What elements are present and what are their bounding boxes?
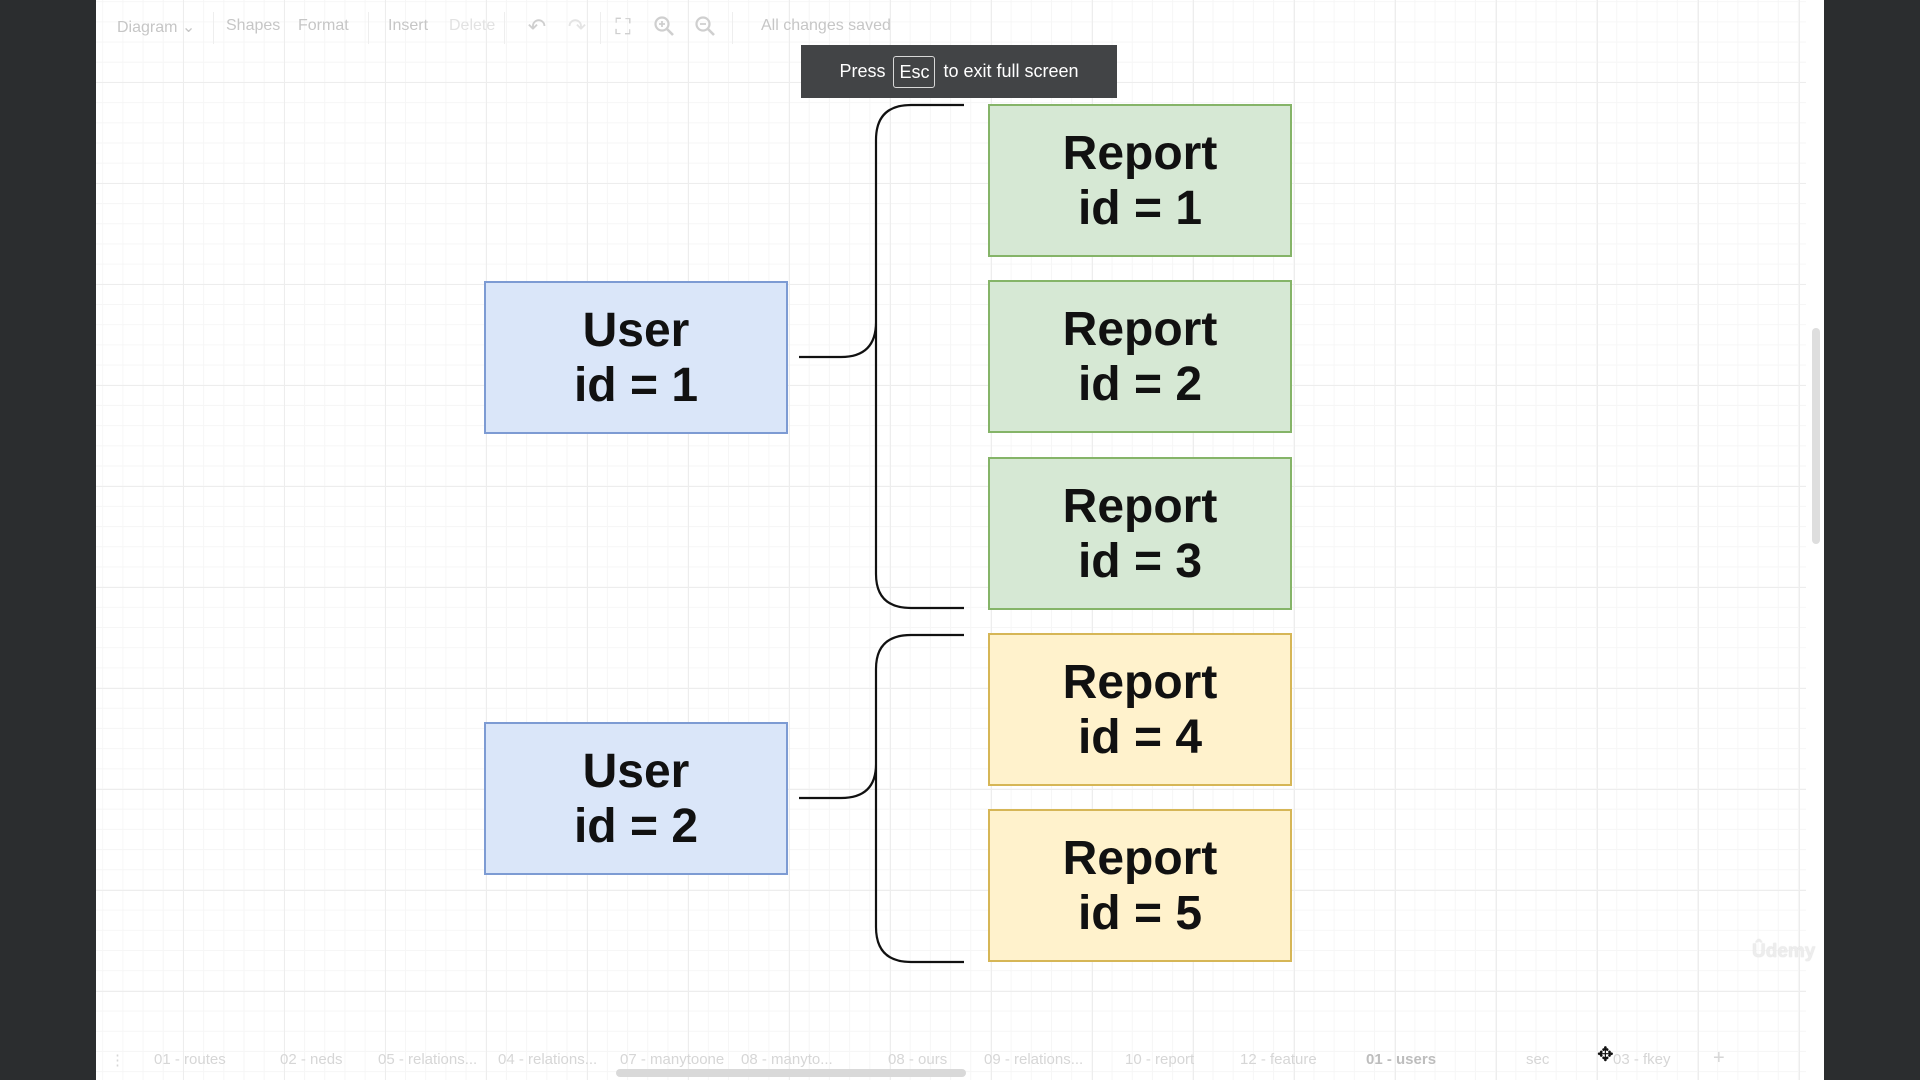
hint-rest-text: to exit full screen bbox=[943, 61, 1079, 81]
fullscreen-icon[interactable]: ⛶ bbox=[615, 14, 631, 39]
toolbar-divider bbox=[732, 12, 733, 44]
hint-press-text: Press bbox=[839, 61, 886, 81]
report-box-4[interactable]: Report id = 4 bbox=[988, 633, 1292, 786]
tab-page[interactable]: 08 - manyto... bbox=[741, 1051, 833, 1068]
tab-page[interactable]: 05 - relations... bbox=[378, 1051, 478, 1068]
report-id: id = 2 bbox=[1077, 357, 1203, 411]
undo-icon[interactable]: ↶ bbox=[527, 14, 547, 39]
report-box-5[interactable]: Report id = 5 bbox=[988, 809, 1292, 962]
esc-key-badge: Esc bbox=[893, 55, 936, 88]
toolbar-divider bbox=[368, 12, 369, 44]
report-id: id = 1 bbox=[1077, 181, 1203, 235]
report-id: id = 5 bbox=[1077, 886, 1203, 940]
report-label: Report bbox=[1062, 655, 1218, 709]
add-page-icon[interactable]: + bbox=[1713, 1047, 1725, 1069]
bracket-user-1 bbox=[799, 103, 964, 610]
user-label: User bbox=[582, 744, 690, 798]
user-box-1[interactable]: User id = 1 bbox=[484, 281, 788, 434]
report-id: id = 4 bbox=[1077, 710, 1203, 764]
canvas-grid[interactable] bbox=[96, 0, 1806, 1080]
chevron-down-icon: ⌄ bbox=[181, 19, 196, 36]
report-box-1[interactable]: Report id = 1 bbox=[988, 104, 1292, 257]
connector-lines bbox=[799, 103, 964, 964]
report-label: Report bbox=[1062, 479, 1218, 533]
vertical-scrollbar[interactable] bbox=[1812, 328, 1820, 544]
report-label: Report bbox=[1062, 302, 1218, 356]
page-tabs: ⋮ 01 - routes 02 - neds 05 - relations..… bbox=[96, 1040, 1824, 1080]
tab-page[interactable]: 04 - relations... bbox=[498, 1051, 598, 1068]
report-label: Report bbox=[1062, 126, 1218, 180]
toolbar: Diagram ⌄ Shapes Format Insert Delete ↶ … bbox=[96, 0, 1824, 56]
toolbar-divider bbox=[600, 12, 601, 44]
user-label: User bbox=[582, 303, 690, 357]
insert-button[interactable]: Insert bbox=[388, 17, 429, 34]
report-label: Report bbox=[1062, 831, 1218, 885]
tab-page-active[interactable]: 01 - users bbox=[1366, 1051, 1437, 1068]
toolbar-divider bbox=[504, 12, 505, 44]
report-box-3[interactable]: Report id = 3 bbox=[988, 457, 1292, 610]
report-id: id = 3 bbox=[1077, 534, 1203, 588]
horizontal-scrollbar[interactable] bbox=[616, 1069, 966, 1077]
user-id: id = 2 bbox=[573, 799, 699, 853]
format-button[interactable]: Format bbox=[298, 17, 349, 34]
toolbar-divider bbox=[213, 12, 214, 44]
user-box-2[interactable]: User id = 2 bbox=[484, 722, 788, 875]
drawio-editor: Diagram ⌄ Shapes Format Insert Delete ↶ … bbox=[96, 0, 1824, 1080]
tab-page[interactable]: 08 - ours bbox=[888, 1051, 948, 1068]
tab-page[interactable]: 02 - neds bbox=[280, 1051, 343, 1068]
zoom-in-icon[interactable] bbox=[651, 14, 677, 40]
redo-icon[interactable]: ↷ bbox=[567, 14, 587, 39]
bracket-user-2 bbox=[799, 633, 964, 964]
shapes-button[interactable]: Shapes bbox=[226, 17, 281, 34]
user-id: id = 1 bbox=[573, 358, 699, 412]
tab-page[interactable]: sec bbox=[1526, 1051, 1550, 1068]
udemy-watermark: Ûdemy bbox=[1752, 941, 1816, 962]
tab-page[interactable]: 09 - relations... bbox=[984, 1051, 1084, 1068]
save-status: All changes saved bbox=[761, 17, 891, 34]
delete-button[interactable]: Delete bbox=[449, 17, 496, 34]
zoom-out-icon[interactable] bbox=[692, 14, 718, 40]
tab-page[interactable]: 07 - manytoone bbox=[620, 1051, 725, 1068]
diagram-menu[interactable]: Diagram ⌄ bbox=[117, 19, 196, 36]
move-cursor-icon: ✥ bbox=[1597, 1044, 1614, 1066]
tab-page[interactable]: 12 - feature bbox=[1240, 1051, 1317, 1068]
tab-page[interactable]: 01 - routes bbox=[154, 1051, 226, 1068]
fullscreen-exit-hint: Press Esc to exit full screen bbox=[801, 45, 1117, 98]
pages-menu-icon[interactable]: ⋮ bbox=[110, 1052, 125, 1069]
tab-page[interactable]: 03 - fkey bbox=[1613, 1051, 1671, 1068]
tab-page[interactable]: 10 - report bbox=[1125, 1051, 1195, 1068]
report-box-2[interactable]: Report id = 2 bbox=[988, 280, 1292, 433]
